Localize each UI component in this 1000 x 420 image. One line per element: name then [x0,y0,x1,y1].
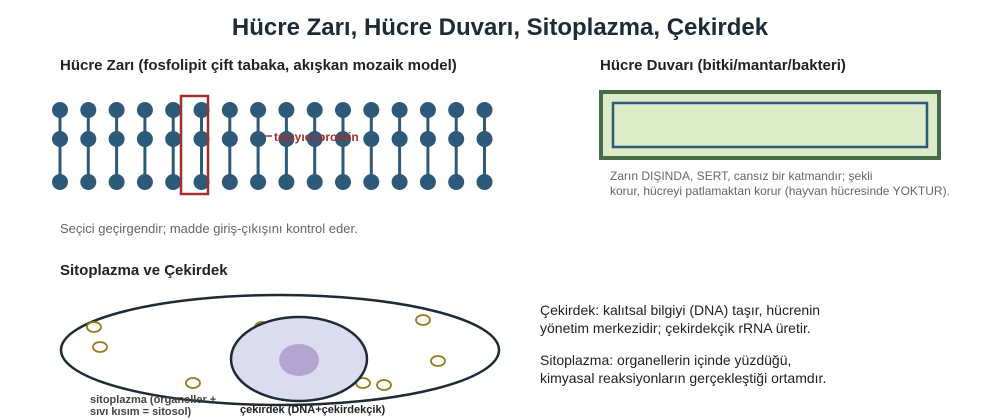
lipid-head [250,131,267,147]
lipid-head [306,102,323,118]
lipid-head [165,131,182,147]
lipid-head [136,174,153,190]
nucleus-desc-line1: Çekirdek: kalıtsal bilgiyi (DNA) taşır, … [540,302,821,318]
lipid-head [136,131,153,147]
lipid-head [448,102,465,118]
organelle [86,321,102,333]
cytoplasm-label-line1: sitoplazma (organeller + [90,394,217,406]
cyto-heading: Sitoplazma ve Çekirdek [60,262,228,279]
lipid-head [335,174,351,190]
wall-note-line2: korur, hücreyi patlamaktan korur (hayvan… [610,184,950,198]
lipid-head [221,174,238,190]
lipid-head [335,131,351,147]
lipid-head [278,102,295,118]
cytoplasm-desc-line1: Sitoplazma: organellerin içinde yüzdüğü, [540,352,792,368]
lipid-head [52,131,68,147]
lipid-head [108,131,125,147]
organelle [430,355,446,367]
page-title: Hücre Zarı, Hücre Duvarı, Sitoplazma, Çe… [231,14,769,41]
lipid-head [278,131,295,147]
lipid-head [419,131,436,147]
lipid-head [165,174,182,190]
carrier-protein-box [179,94,210,196]
cell-membrane-inner [611,101,929,149]
lipid-head [136,102,153,118]
protein-label: taşıyıcı protein [274,130,359,144]
organelle [415,314,431,326]
lipid-head [363,102,380,118]
lipid-head [391,102,408,118]
lipid-head [306,131,323,147]
cytoplasm-desc-line2: kimyasal reaksiyonların gerçekleştiği or… [540,370,827,386]
lipid-head [193,174,210,190]
lipid-head [250,174,267,190]
lipid-head [278,174,295,190]
lipid-head [448,131,465,147]
lipid-head [419,102,436,118]
lipid-head [306,174,323,190]
lipid-head [391,174,408,190]
membrane-note: Seçici geçirgendir; madde giriş-çıkışını… [60,221,358,236]
lipid-head [419,174,436,190]
cytoplasm-label-line2: sıvı kısım = sitosol) [90,406,192,418]
lipid-head [363,174,380,190]
lipid-head [221,131,238,147]
lipid-head [250,102,267,118]
lipid-head [193,102,210,118]
lipid-head [165,102,182,118]
lipid-head [221,102,238,118]
cytoplasm-description: Sitoplazma: organellerin içinde yüzdüğü,… [540,351,826,387]
organelle [185,377,201,389]
phospholipid-bilayer [52,102,493,190]
wall-note-line1: Zarın DIŞINDA, SERT, cansız bir katmandı… [610,169,873,183]
lipid-head [476,174,493,190]
lipid-head [52,174,68,190]
lipid-head [80,174,97,190]
lipid-head [448,174,465,190]
lipid-head [335,102,351,118]
lipid-head [391,131,408,147]
lipid-head [476,131,493,147]
wall-heading: Hücre Duvarı (bitki/mantar/bakteri) [600,57,846,74]
lipid-head [476,102,493,118]
lipid-head [80,131,97,147]
lipid-head [80,102,97,118]
membrane-heading: Hücre Zarı (fosfolipit çift tabaka, akış… [60,57,457,74]
nucleus-desc-line2: yönetim merkezidir; çekirdekçik rRNA üre… [540,320,811,336]
cytoplasm-label: sitoplazma (organeller + sıvı kısım = si… [90,394,216,418]
lipid-head [108,102,125,118]
organelle [376,379,392,391]
nucleus-label: çekirdek (DNA+çekirdekçik) [240,404,386,416]
nucleus-description: Çekirdek: kalıtsal bilgiyi (DNA) taşır, … [540,301,820,337]
lipid-head [52,102,68,118]
organelle [92,341,108,353]
lipid-head [108,174,125,190]
lipid-head [363,131,380,147]
lipid-head [193,131,210,147]
nucleolus [279,344,319,376]
